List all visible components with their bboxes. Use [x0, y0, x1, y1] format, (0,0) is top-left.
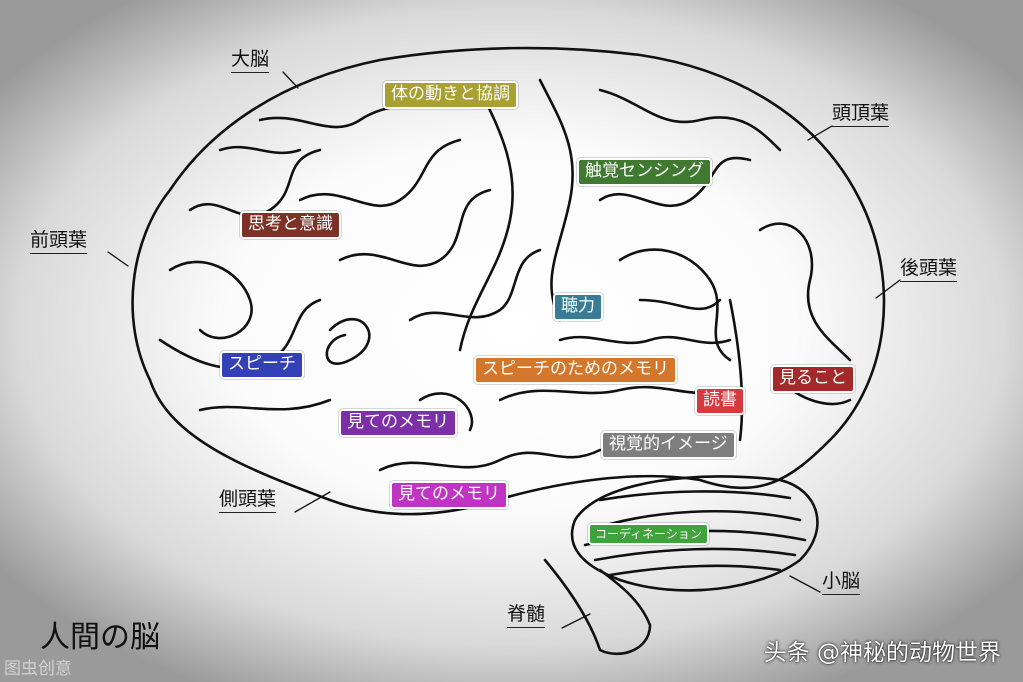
label-spinal-cord: 脊髄	[507, 605, 546, 628]
function-tag: 視覚的イメージ	[601, 431, 736, 459]
function-tag: 触覚センシング	[577, 158, 712, 186]
function-tag: 見てのメモリ	[390, 481, 508, 509]
function-tag: 読書	[695, 387, 745, 415]
diagram-title: 人間の脳	[40, 620, 160, 655]
function-tag: 見ること	[771, 365, 855, 393]
cerebrum-outline	[131, 46, 886, 516]
function-tag: 思考と意識	[240, 211, 341, 239]
function-tag: 聴力	[553, 293, 603, 321]
watermark: 图虫创意	[4, 659, 72, 679]
label-temporal-lobe: 側頭葉	[219, 490, 277, 513]
credit-text: 头条 @神秘的动物世界	[763, 640, 1001, 666]
function-tag: 体の動きと協調	[383, 81, 518, 109]
function-tag: スピーチ	[220, 351, 304, 379]
label-parietal-lobe: 頭頂葉	[832, 104, 890, 127]
spinal-cord	[543, 558, 652, 656]
label-cerebellum: 小脳	[822, 572, 861, 595]
function-tag: コーディネーション	[588, 523, 709, 545]
label-cerebrum: 大脳	[231, 50, 270, 73]
label-occipital-lobe: 後頭葉	[900, 259, 958, 282]
function-tag: 見てのメモリ	[339, 409, 457, 437]
label-frontal-lobe: 前頭葉	[30, 231, 88, 254]
function-tag: スピーチのためのメモリ	[474, 356, 677, 384]
